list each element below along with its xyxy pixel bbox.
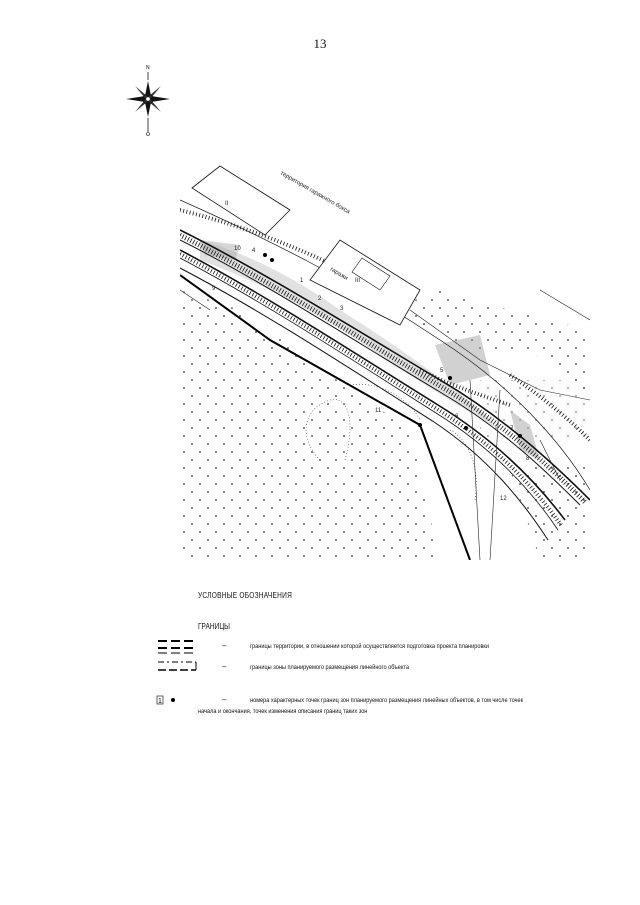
svg-text:4: 4 (252, 248, 256, 254)
terrain-dots-area-southeast (510, 460, 590, 560)
legend-heading: УСЛОВНЫЕ ОБОЗНАЧЕНИЯ (198, 591, 293, 600)
territory-label: территория гаражного бокса (279, 171, 351, 216)
svg-text:3: 3 (340, 306, 344, 312)
legend-item-1: границы территории, в отношении которой … (250, 643, 489, 650)
svg-text:9: 9 (212, 286, 216, 292)
point-number-symbol: 1 (156, 695, 175, 705)
terrain-dots-area-east (390, 290, 590, 400)
site-plan-map: II III территория гаражного бокса гаражи… (180, 165, 590, 560)
svg-text:12: 12 (500, 496, 507, 502)
svg-text:10: 10 (234, 246, 241, 252)
compass-north-label: N (146, 65, 150, 71)
parcel-a-label: II (225, 201, 229, 207)
legend-point-line-2: начала и окончания, точек изменения опис… (198, 708, 368, 715)
svg-text:6: 6 (455, 414, 459, 420)
svg-text:7: 7 (510, 426, 514, 432)
compass-rose-icon: N (126, 65, 170, 136)
svg-text:5: 5 (440, 368, 444, 374)
svg-text:11: 11 (375, 408, 382, 414)
legend-item-2: границы зоны планируемого размещения лин… (250, 664, 409, 671)
svg-text:1: 1 (300, 278, 304, 284)
legend-dash-3: – (222, 695, 227, 704)
terrain-dots-area (180, 290, 440, 560)
legend-dash-2: – (222, 662, 227, 671)
boundary-points: 4 1 2 3 5 6 7 8 9 10 11 12 (212, 246, 530, 502)
zone-boundary-symbol (158, 661, 197, 671)
svg-text:2: 2 (318, 296, 322, 302)
legend-dash-1: – (222, 641, 227, 650)
building-parcel-b: III (309, 239, 421, 326)
svg-text:1: 1 (158, 698, 162, 705)
parcel-b-label: III (355, 278, 360, 284)
page-number: 13 (313, 36, 327, 51)
zone-boundary-line (180, 274, 471, 560)
legend-subheading: ГРАНИЦЫ (198, 622, 230, 631)
legend-point-line-1: номера характерных точек границ зон план… (250, 697, 524, 704)
building-parcel-a: II (191, 165, 291, 236)
territory-boundary-symbol (158, 640, 196, 654)
svg-text:8: 8 (526, 456, 530, 462)
